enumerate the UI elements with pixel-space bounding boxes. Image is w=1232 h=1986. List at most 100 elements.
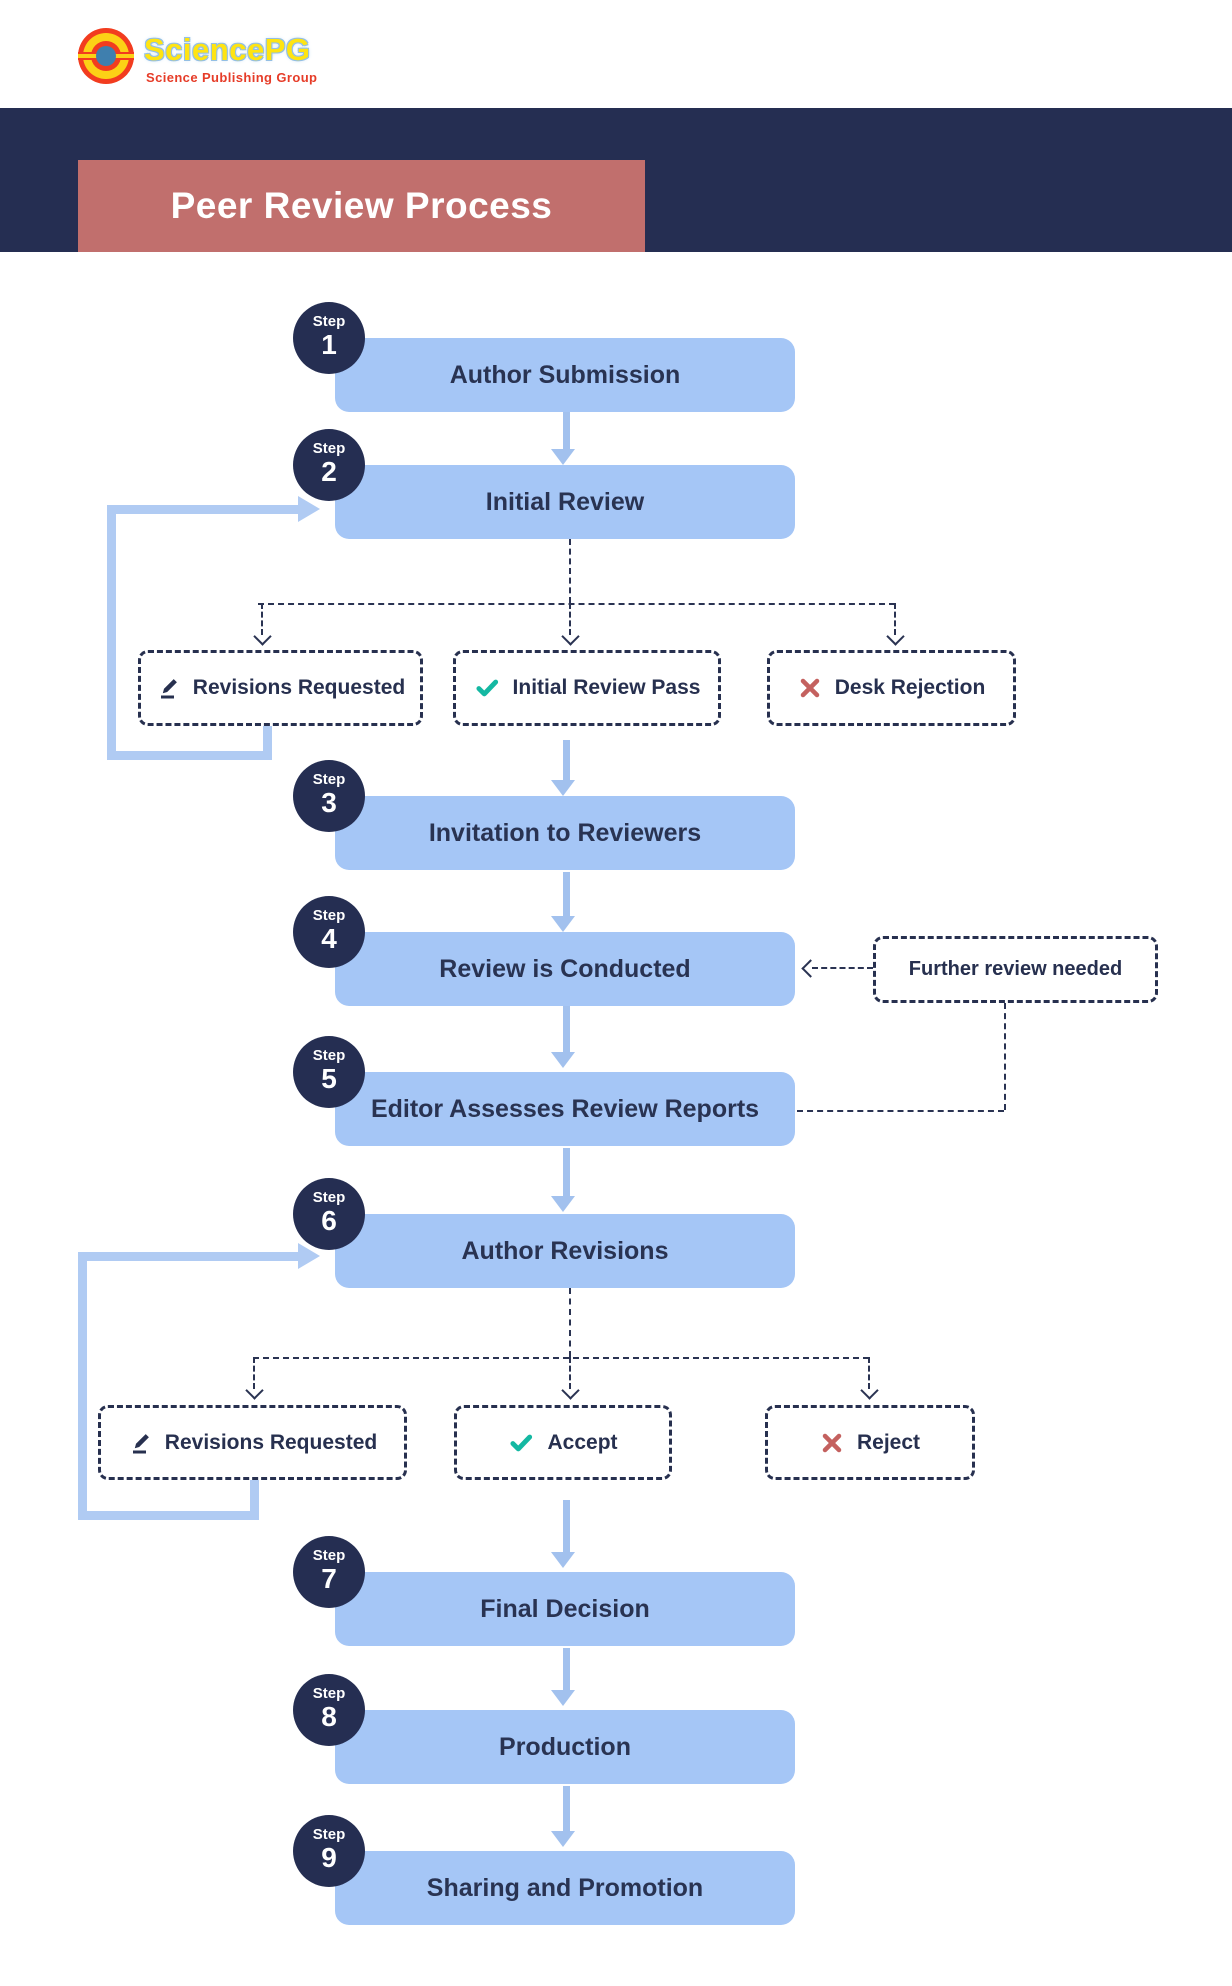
logo-blue-dot [96,46,116,66]
loop-line-revisions-to-initial-review [263,726,272,760]
loop-line-revisions-to-author-revisions [78,1252,300,1261]
loop-line-revisions-to-initial-review [107,505,116,760]
arrow-step5-to-step6 [563,1148,570,1196]
x-icon [800,678,819,698]
arrowhead-icon [551,1552,575,1568]
node-author-submission: Author Submission [335,338,795,412]
dashed-connector [261,603,263,635]
step-badge-label: Step [312,1826,346,1844]
brand-name: SciencePG [144,32,311,67]
chevron-down-icon [245,1381,264,1400]
x-icon [822,1433,842,1452]
chevron-down-icon [886,627,905,646]
arrowhead-icon [551,449,575,465]
arrow-pass-to-step3 [563,740,570,780]
chevron-down-icon [561,1381,580,1400]
outcome-initial-review-pass: Initial Review Pass [453,650,721,726]
loop-arrowhead-icon [298,496,320,522]
arrowhead-icon [551,1831,575,1847]
step-badge-label: Step [312,1189,346,1207]
step-badge-label: Step [312,907,346,925]
dashed-connector [1004,1003,1006,1110]
node-initial-review: Initial Review [335,465,795,539]
step-badge-number: 7 [321,1563,337,1595]
step-badge-number: 5 [321,1063,337,1095]
step-badge-label: Step [312,1047,346,1065]
step-badge-label: Step [312,313,346,331]
node-author-revisions: Author Revisions [335,1214,795,1288]
chevron-left-icon [801,959,820,978]
node-production: Production [335,1710,795,1784]
step-badge-number: 2 [321,456,337,488]
step-badge-number: 3 [321,787,337,819]
outcome-accept: Accept [454,1405,672,1480]
step-badge-label: Step [312,440,346,458]
arrowhead-icon [551,1196,575,1212]
pencil-icon [160,679,177,699]
dashed-connector [797,1110,1004,1112]
chevron-down-icon [253,627,272,646]
outcome-label: Initial Review Pass [512,676,701,699]
arrow-step3-to-step4 [563,872,570,916]
outcome-label: Desk Rejection [834,676,986,699]
loop-line-revisions-to-author-revisions [78,1511,259,1520]
arrowhead-icon [551,1690,575,1706]
outcome-label: Revisions Requested [164,1430,378,1454]
node-review-is-conducted: Review is Conducted [335,932,795,1006]
loop-line-revisions-to-author-revisions [250,1480,259,1520]
dashed-connector [868,1357,870,1389]
chevron-down-icon [561,627,580,646]
arrowhead-icon [551,916,575,932]
arrow-step8-to-step9 [563,1786,570,1831]
arrowhead-icon [551,1052,575,1068]
check-icon [475,679,498,697]
step-badge-number: 1 [321,329,337,361]
arrow-step1-to-step2 [563,412,570,449]
step-badge-number: 9 [321,1842,337,1874]
dashed-connector [569,603,571,635]
dashed-connector [569,539,571,603]
loop-arrowhead-icon [298,1243,320,1269]
step-badge-number: 4 [321,923,337,955]
dashed-connector [569,1357,571,1389]
note-further-review-needed: Further review needed [873,936,1158,1003]
step-badge-label: Step [312,771,346,789]
outcome-revisions-requested-2: Revisions Requested [98,1405,407,1480]
arrow-step4-to-step5 [563,1006,570,1052]
step-badge-label: Step [312,1547,346,1565]
dashed-connector [253,1357,869,1359]
dashed-connector [258,603,895,605]
sciencepg-logo-icon [78,28,134,84]
outcome-desk-rejection: Desk Rejection [767,650,1016,726]
dashed-connector [569,1288,571,1357]
dashed-connector [253,1357,255,1389]
arrow-step7-to-step8 [563,1648,570,1690]
outcome-label: Reject [856,1430,921,1454]
loop-line-revisions-to-initial-review [107,505,300,514]
dashed-connector [812,967,873,969]
node-editor-assesses-review-reports: Editor Assesses Review Reports [335,1072,795,1146]
step-badge-number: 8 [321,1701,337,1733]
node-sharing-and-promotion: Sharing and Promotion [335,1851,795,1925]
chevron-down-icon [860,1381,879,1400]
check-icon [510,1434,533,1451]
outcome-revisions-requested-1: Revisions Requested [138,650,423,726]
pencil-icon [132,1433,149,1453]
arrowhead-icon [551,780,575,796]
step-badge-label: Step [312,1685,346,1703]
sciencepg-logo: SciencePG Science Publishing Group [78,26,508,92]
loop-line-revisions-to-initial-review [107,751,272,760]
loop-line-revisions-to-author-revisions [78,1252,87,1520]
outcome-label: Accept [547,1430,618,1454]
dashed-connector [894,603,896,635]
node-invitation-to-reviewers: Invitation to Reviewers [335,796,795,870]
page-title: Peer Review Process [78,160,645,252]
brand-tagline: Science Publishing Group [146,70,318,85]
